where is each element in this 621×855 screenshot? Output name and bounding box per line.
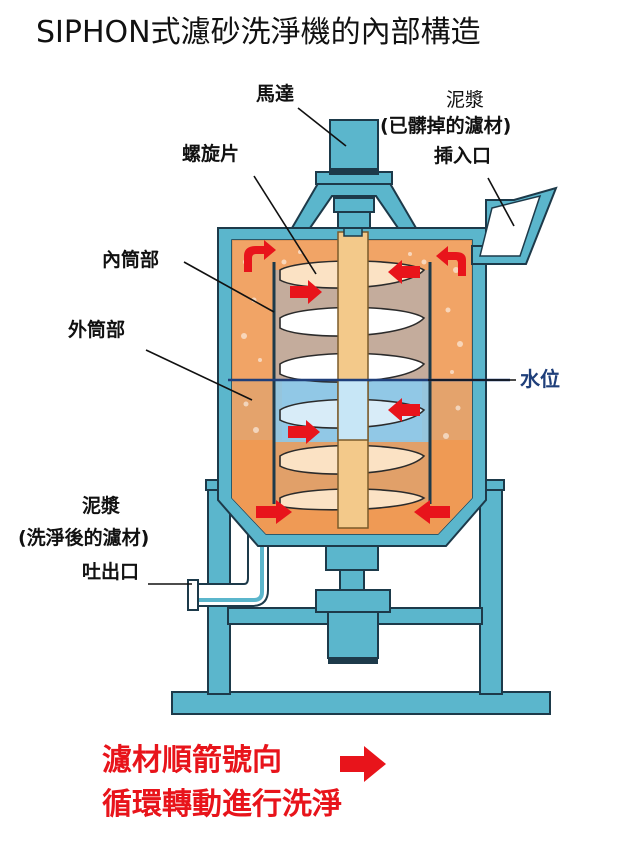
flow-arrow-icon <box>256 500 292 524</box>
label-inlet-line2: (已髒掉的濾材) <box>380 114 511 137</box>
flow-arrow-icon <box>388 260 420 284</box>
flow-arrow-icon <box>388 398 420 422</box>
label-outlet-line3: 吐出口 <box>82 560 139 583</box>
flow-arrows <box>244 240 466 524</box>
flow-arrow-icon <box>436 246 466 276</box>
leader-lines <box>145 107 516 585</box>
motor-assembly <box>290 119 418 229</box>
label-outlet-line2: (洗淨後的濾材) <box>18 526 149 549</box>
central-shaft <box>337 225 369 529</box>
drive-unit <box>315 539 391 664</box>
flow-arrow-icon <box>244 240 276 272</box>
spiral-blade <box>279 260 426 511</box>
label-motor: 馬達 <box>256 82 294 105</box>
label-outer-cylinder: 外筒部 <box>68 318 125 341</box>
label-inlet-line1: 泥漿 <box>446 89 484 111</box>
label-outlet-line1: 泥漿 <box>82 494 120 517</box>
label-spiral: 螺旋片 <box>182 142 239 165</box>
page-title: SIPHON式濾砂洗淨機的內部構造 <box>36 15 481 50</box>
caption-line1: 濾材順箭號向 <box>102 743 282 778</box>
label-inlet-line3: 揷入口 <box>434 145 491 167</box>
caption-arrow-icon <box>340 746 386 782</box>
caption-line2: 循環轉動進行洗淨 <box>102 787 342 822</box>
base-plate <box>171 691 551 715</box>
right-leg <box>479 481 503 695</box>
flow-arrow-icon <box>290 280 322 304</box>
outlet-pipe <box>187 533 269 611</box>
label-water-level: 水位 <box>520 367 560 391</box>
motor <box>329 119 379 175</box>
flow-arrow-icon <box>288 420 320 444</box>
gearbox <box>327 611 379 659</box>
flow-arrow-icon <box>414 500 450 524</box>
label-inner-cylinder: 內筒部 <box>102 248 159 271</box>
